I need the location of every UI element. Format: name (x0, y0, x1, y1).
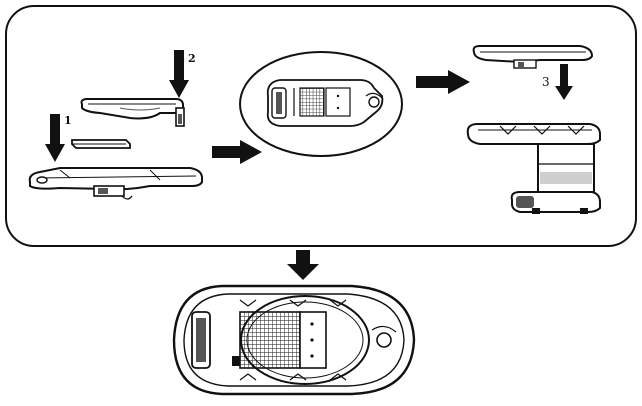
step-1-arrow-icon (45, 114, 65, 162)
base-tray-part (28, 167, 203, 200)
step-3-arrow-icon (555, 64, 573, 100)
to-final-arrow-icon (287, 250, 319, 280)
step-2-lid-part (80, 98, 185, 127)
to-step-3-arrow-icon (416, 70, 470, 94)
final-assembled-top-view (172, 284, 416, 396)
step-1-label: 1 (64, 114, 72, 127)
magnified-detail-view (239, 51, 403, 157)
assembled-chopper-body (466, 123, 601, 214)
step-3-lid-part (472, 45, 594, 69)
step-1-blade-insert (71, 139, 131, 149)
step-3-label: 3 (542, 75, 550, 89)
step-2-label: 2 (188, 52, 196, 65)
to-detail-arrow-icon (212, 140, 262, 164)
step-2-arrow-icon (169, 50, 189, 98)
